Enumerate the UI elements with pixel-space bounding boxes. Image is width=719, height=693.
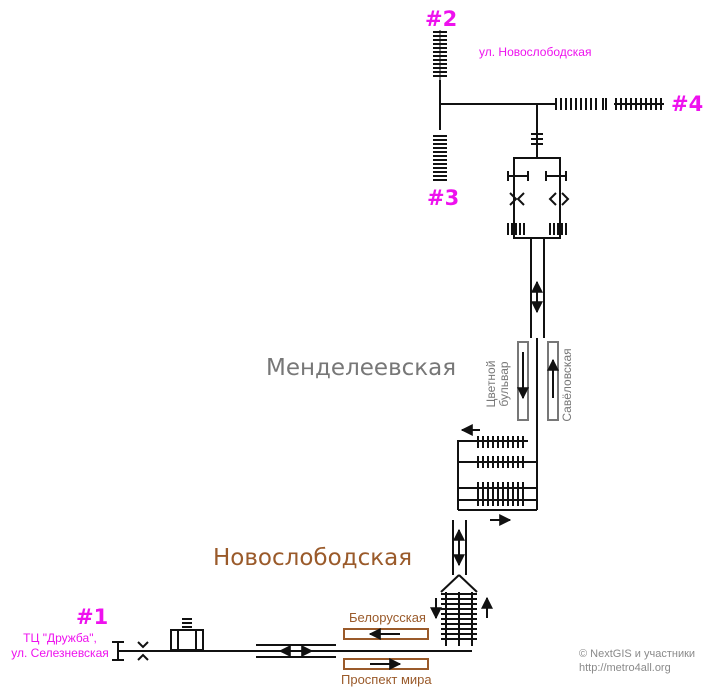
platform-belorusskaya [343, 628, 429, 640]
label-savyolovskaya: Савёловская [560, 348, 574, 422]
exit-1-street-line2: ул. Селезневская [11, 646, 109, 660]
platform-savyolovskaya [547, 341, 559, 421]
stairs-exit-2 [433, 30, 447, 80]
escalator-lower [440, 520, 478, 593]
label-tsvetnoy-bulvar: Цветной бульвар [484, 354, 515, 414]
corridor-top [439, 80, 664, 158]
exit-4-number: #4 [671, 92, 704, 116]
stairs-upper-vestibule [531, 133, 543, 145]
credits-link[interactable]: http://metro4all.org [579, 662, 671, 674]
platform-tsvetnoy-bulvar [517, 341, 529, 421]
station-mendeleevskaya: Менделеевская [266, 355, 457, 381]
exit-3-number: #3 [427, 186, 460, 210]
credits-line1: © NextGIS и участники [579, 648, 696, 660]
label-prospekt-mira: Проспект мира [341, 672, 432, 687]
credits: © NextGIS и участники http://metro4all.o… [579, 647, 695, 675]
label-tsvetnoy-line2: бульвар [497, 361, 511, 407]
platform-prospekt-mira [343, 658, 429, 670]
stairs-novoslobodskaya [441, 592, 477, 646]
stairs-exit-4 [555, 98, 662, 110]
exit-1-number: #1 [76, 605, 109, 629]
escalator-upper [530, 238, 545, 338]
exit-2-street: ул. Новослободская [479, 45, 592, 59]
station-novoslobodskaya: Новослободская [213, 545, 413, 571]
stairs-transfer [474, 436, 528, 506]
exit-1-street: ТЦ "Дружба", ул. Селезневская [10, 631, 110, 661]
turnstile-hall [507, 157, 570, 239]
exit-2-number: #2 [425, 7, 458, 31]
stairs-exit-3 [433, 135, 447, 181]
label-belorusskaya: Белорусская [349, 610, 426, 625]
exit-1-street-line1: ТЦ "Дружба", [23, 631, 97, 645]
